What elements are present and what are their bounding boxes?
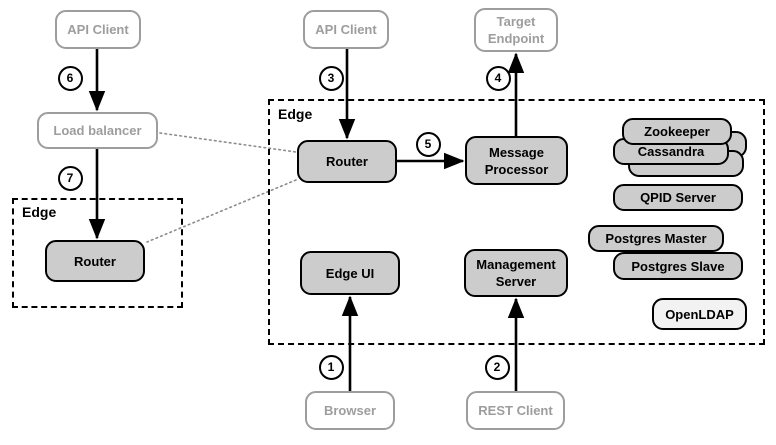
- step-number: 3: [327, 71, 335, 85]
- node-zookeeper[interactable]: Zookeeper: [622, 118, 732, 145]
- node-label: Management Server: [476, 257, 556, 289]
- node-browser[interactable]: Browser: [305, 391, 395, 430]
- node-api-client-top-left[interactable]: API Client: [55, 10, 141, 49]
- node-label: Browser: [323, 403, 377, 418]
- node-message-processor[interactable]: Message Processor: [465, 136, 568, 185]
- step-number: 4: [494, 71, 502, 85]
- connector-router-main-to-router-left: [146, 179, 297, 243]
- node-label: API Client: [315, 22, 377, 37]
- node-label: QPID Server: [640, 190, 716, 205]
- step-marker-7: 7: [57, 165, 83, 191]
- node-label: Zookeeper: [644, 124, 710, 139]
- node-label: Edge UI: [325, 265, 375, 281]
- step-marker-1: 1: [318, 354, 344, 380]
- step-marker-4: 4: [485, 65, 511, 91]
- step-marker-6: 6: [57, 65, 83, 91]
- group-edge-main: [268, 99, 765, 345]
- step-number: 1: [327, 360, 335, 374]
- node-postgres-master[interactable]: Postgres Master: [588, 225, 724, 252]
- node-qpid-server[interactable]: QPID Server: [613, 184, 743, 211]
- node-router-left-edge[interactable]: Router: [45, 240, 145, 282]
- node-rest-client[interactable]: REST Client: [466, 391, 565, 430]
- node-postgres-slave[interactable]: Postgres Slave: [613, 252, 743, 280]
- group-edge-left-title: Edge: [22, 204, 57, 220]
- group-edge-main-title: Edge: [278, 106, 313, 122]
- node-label: Postgres Master: [605, 231, 707, 246]
- node-label: Postgres Slave: [631, 258, 725, 274]
- node-openldap[interactable]: OpenLDAP: [652, 298, 747, 330]
- node-label: REST Client: [478, 403, 553, 418]
- step-number: 6: [66, 71, 74, 85]
- node-label: API Client: [67, 22, 129, 37]
- node-api-client-top-center[interactable]: API Client: [303, 10, 389, 49]
- node-label: OpenLDAP: [665, 306, 734, 322]
- node-management-server[interactable]: Management Server: [464, 249, 568, 297]
- node-label: Router: [74, 253, 116, 269]
- step-number: 2: [493, 360, 501, 374]
- step-number: 5: [424, 137, 432, 151]
- step-marker-5: 5: [415, 131, 441, 157]
- node-label: Router: [326, 154, 368, 169]
- group-edge-left: [12, 198, 183, 308]
- node-label: Message Processor: [484, 144, 549, 177]
- node-edge-ui[interactable]: Edge UI: [300, 251, 400, 295]
- node-load-balancer[interactable]: Load balancer: [37, 112, 158, 149]
- node-label: Target Endpoint: [487, 14, 545, 46]
- connector-load-balancer-to-router-main: [159, 132, 297, 153]
- node-router-main-edge[interactable]: Router: [297, 140, 397, 183]
- node-label: Load balancer: [53, 123, 142, 138]
- node-label: Cassandra: [637, 144, 705, 159]
- step-marker-3: 3: [318, 65, 344, 91]
- step-number: 7: [66, 171, 74, 185]
- step-marker-2: 2: [484, 354, 510, 380]
- node-target-endpoint[interactable]: Target Endpoint: [474, 8, 558, 52]
